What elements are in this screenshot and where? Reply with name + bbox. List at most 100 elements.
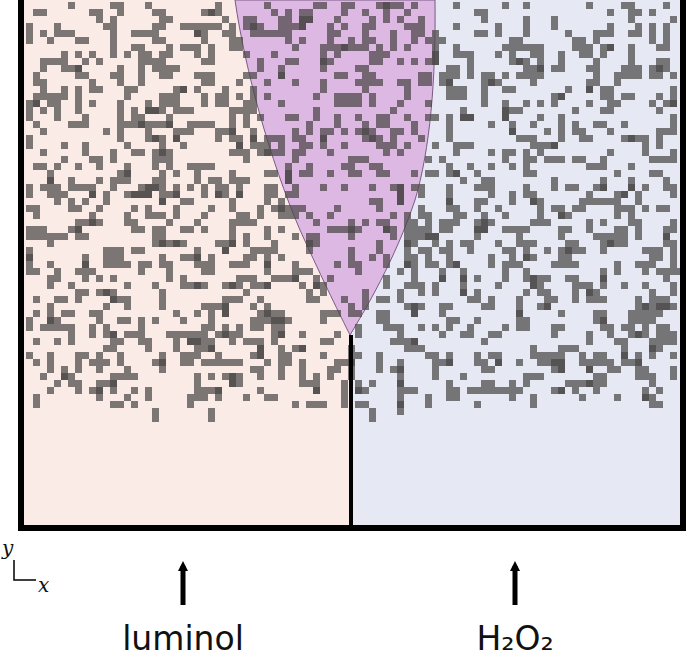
grain [299, 359, 306, 366]
grain [439, 303, 446, 317]
grain [348, 219, 355, 226]
grain [47, 233, 54, 247]
grain [166, 261, 173, 268]
grain [264, 247, 271, 254]
grain [103, 380, 110, 387]
grain [523, 163, 530, 170]
grain [502, 261, 509, 268]
grain [474, 30, 481, 37]
grain [257, 317, 264, 324]
grain [425, 72, 432, 86]
grain [642, 205, 649, 212]
grain [278, 198, 285, 205]
grain [117, 317, 131, 324]
grain [530, 121, 537, 128]
grain [593, 163, 600, 170]
grain [159, 352, 166, 366]
grain [621, 135, 635, 142]
grain [131, 149, 145, 156]
grain [243, 338, 250, 345]
grain [299, 142, 313, 149]
grain [537, 100, 544, 107]
grain [124, 219, 131, 226]
grain [75, 380, 82, 394]
grain [362, 65, 369, 72]
grain [285, 30, 292, 44]
grain [460, 289, 467, 296]
grain [537, 289, 544, 296]
grain [117, 352, 124, 359]
grain [292, 44, 299, 51]
grain [628, 317, 635, 324]
grain [327, 23, 334, 37]
grain [194, 345, 201, 359]
grain [614, 205, 621, 219]
grain [257, 23, 264, 30]
grain [124, 93, 131, 100]
grain [656, 44, 663, 51]
grain [502, 226, 509, 233]
grain [159, 156, 166, 163]
grain [635, 310, 642, 317]
grain [152, 149, 159, 156]
grain [383, 261, 390, 268]
grain [271, 275, 278, 282]
grain [82, 142, 89, 156]
grain [341, 72, 348, 79]
grain [663, 268, 670, 275]
grain [54, 275, 61, 282]
grain [621, 338, 628, 345]
grain [362, 303, 369, 310]
grain [558, 345, 565, 352]
grain [26, 135, 33, 142]
grain [425, 254, 432, 268]
grain [320, 58, 334, 65]
grain [621, 352, 628, 359]
grain [278, 226, 285, 233]
grain [320, 2, 327, 9]
grain [635, 359, 642, 366]
grain [523, 373, 537, 380]
grain [26, 142, 33, 149]
grain [383, 170, 390, 177]
grain [117, 114, 124, 121]
grain [117, 135, 124, 142]
grain [593, 296, 600, 303]
grain [369, 135, 376, 142]
grain [236, 184, 243, 198]
grain [236, 282, 243, 289]
grain [222, 184, 229, 191]
grain [397, 198, 404, 205]
grain [523, 72, 530, 79]
grain [621, 324, 635, 331]
grain [628, 2, 635, 16]
grain [355, 128, 369, 135]
grain [194, 310, 201, 317]
grain [152, 240, 159, 247]
grain [334, 16, 341, 23]
grain [439, 72, 446, 79]
grain [40, 324, 47, 331]
grain [313, 2, 320, 9]
grain [509, 121, 516, 135]
grain [285, 191, 292, 198]
grain [551, 93, 565, 100]
grain [327, 275, 334, 282]
grain [166, 16, 173, 23]
axis-lines [14, 560, 36, 580]
grain [215, 93, 222, 100]
grain [635, 135, 642, 142]
grain [159, 233, 166, 247]
grain [152, 156, 159, 163]
grain [341, 142, 348, 149]
grain [26, 317, 33, 331]
grain [397, 128, 404, 135]
grain [180, 44, 194, 51]
grain [117, 100, 124, 114]
grain [355, 310, 362, 317]
grain [243, 289, 250, 296]
grain [656, 135, 663, 149]
grain [621, 345, 628, 359]
grain [376, 317, 383, 324]
